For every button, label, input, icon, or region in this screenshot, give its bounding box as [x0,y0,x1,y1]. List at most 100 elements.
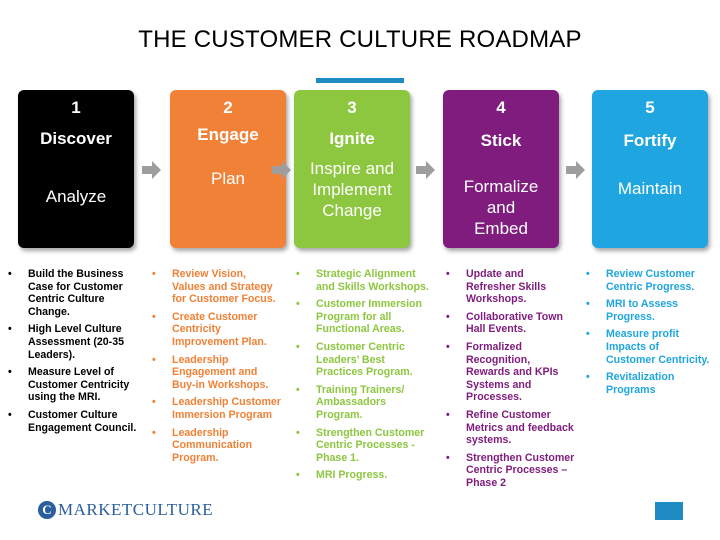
bullet-icon: • [296,268,300,280]
bullet-icon: • [152,396,156,409]
list-item-line: Program. [316,408,363,421]
list-item-line: using the MRI. [28,391,101,404]
bullet-icon: • [446,451,450,464]
list-item-line: Build the Business [28,268,124,280]
list-item: • MRI Progress. [294,469,444,482]
list-item-line: Formalized [466,340,522,353]
list-item-line: Leadership Customer [172,396,281,409]
list-item-line: Phase 2 [466,476,507,489]
list-item-line: Measure profit [606,328,679,341]
list-item-line: Program for all [316,310,392,323]
list-item-line: Centric Progress. [606,280,695,293]
list-item-line: Strategic Alignment [316,268,416,280]
list-item-line: Functional Areas. [316,323,405,336]
list-item-line: Progress. [606,310,655,323]
list-item-line: Buy-in Workshops. [172,378,269,391]
list-item-line: Workshops. [466,293,527,306]
list-item-line: MRI Progress. [316,469,388,482]
title-underline [316,78,404,83]
list-item-line: Strengthen Customer [466,451,575,464]
bullet-icon: • [586,328,590,341]
logo-text: MARKETCULTURE [58,500,214,519]
marketculture-logo: C MARKETCULTURE [38,500,213,520]
bullet-icon: • [8,268,12,280]
bullet-icon: • [296,383,300,396]
bullet-icon: • [446,340,450,353]
stage-subtitle-line: Implement [312,180,392,199]
list-item-line: Refine Customer [466,408,551,421]
list-item-line: Leadership [172,353,229,366]
list-item-line: Recognition, [466,353,531,366]
arrow-right-icon [272,160,292,180]
list-item-line: Leaders). [28,348,76,361]
list-item-line: Centric Culture [28,293,105,306]
list-item-line: Customer Centricity. [606,353,710,366]
list-item-line: Impacts of [606,340,659,353]
list-item-line: Practices Program. [316,366,413,379]
list-item-line: Customer Centric [316,340,405,353]
list-item-line: Hall Events. [466,323,527,336]
list-item-line: Review Vision, [172,268,246,280]
bullet-icon: • [586,371,590,384]
list-item-line: Systems and [466,378,532,391]
list-item-line: systems. [466,434,512,447]
bullet-icon: • [296,340,300,353]
list-item-line: Revitalization [606,371,675,384]
list-item-line: Rewards and KPIs [466,366,559,379]
stage-number: 2 [223,98,233,117]
bullet-icon: • [8,323,12,336]
bullet-icon: • [296,469,300,482]
bullet-icon: • [446,408,450,421]
list-item-line: Values and Strategy [172,280,273,293]
list-item-line: Customer Culture [28,408,118,421]
stage-number: 1 [71,98,81,117]
bullet-icon: • [8,408,12,421]
stage-number: 3 [347,98,357,117]
stage-subtitle-line: Plan [210,169,246,188]
bullet-icon: • [152,353,156,366]
list-item-line: High Level Culture [28,323,122,336]
bullet-icon: • [8,366,12,379]
stage-subtitle-line: Inspire and [309,159,395,178]
list-item-line: Customer Immersion [316,298,422,311]
list-item-line: Program. [172,451,219,464]
bullet-icon: • [152,426,156,439]
stage-subtitle-line: Analyze [45,187,107,206]
list-item-line: Phase 1. [316,451,359,464]
list-item-line: Review Customer [606,268,695,280]
arrow-right-icon [416,160,436,180]
list-item-line: Centric Processes – [466,464,568,477]
list-item-line: Measure Level of [28,366,114,379]
arrow-right-icon [566,160,586,180]
list-item-line: Change. [28,305,70,318]
stage-number: 5 [645,98,655,117]
stage-name: Stick [480,131,522,150]
stage-number: 4 [496,98,506,117]
list-item-line: Strengthen Customer [316,426,425,439]
list-item-line: Ambassadors [316,396,387,409]
list-item-line: Assessment (20-35 [28,335,124,348]
bullet-icon: • [586,298,590,311]
